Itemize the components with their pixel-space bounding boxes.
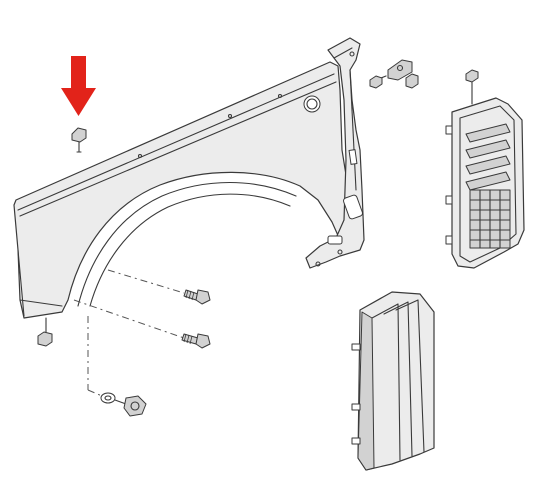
vent-slats: [465, 123, 511, 191]
side-vent-grille: [445, 97, 525, 269]
fender-rear-bracket: [305, 37, 365, 269]
down-arrow-icon: [61, 56, 96, 116]
lower-trim-panel: [351, 291, 435, 471]
fender-top-clip: [71, 127, 87, 153]
fender-lower-clip: [37, 317, 53, 347]
vent-top-clip: [465, 69, 479, 105]
vent-mesh: [469, 189, 511, 249]
fender-washer-and-nut: [100, 392, 147, 417]
fender-bolt-lower: [181, 333, 211, 349]
front-fender-panel: [13, 61, 351, 319]
fender-bolt-upper: [183, 289, 211, 305]
bolt-leader-lines: [73, 269, 185, 397]
mounting-bracket: [369, 59, 419, 89]
